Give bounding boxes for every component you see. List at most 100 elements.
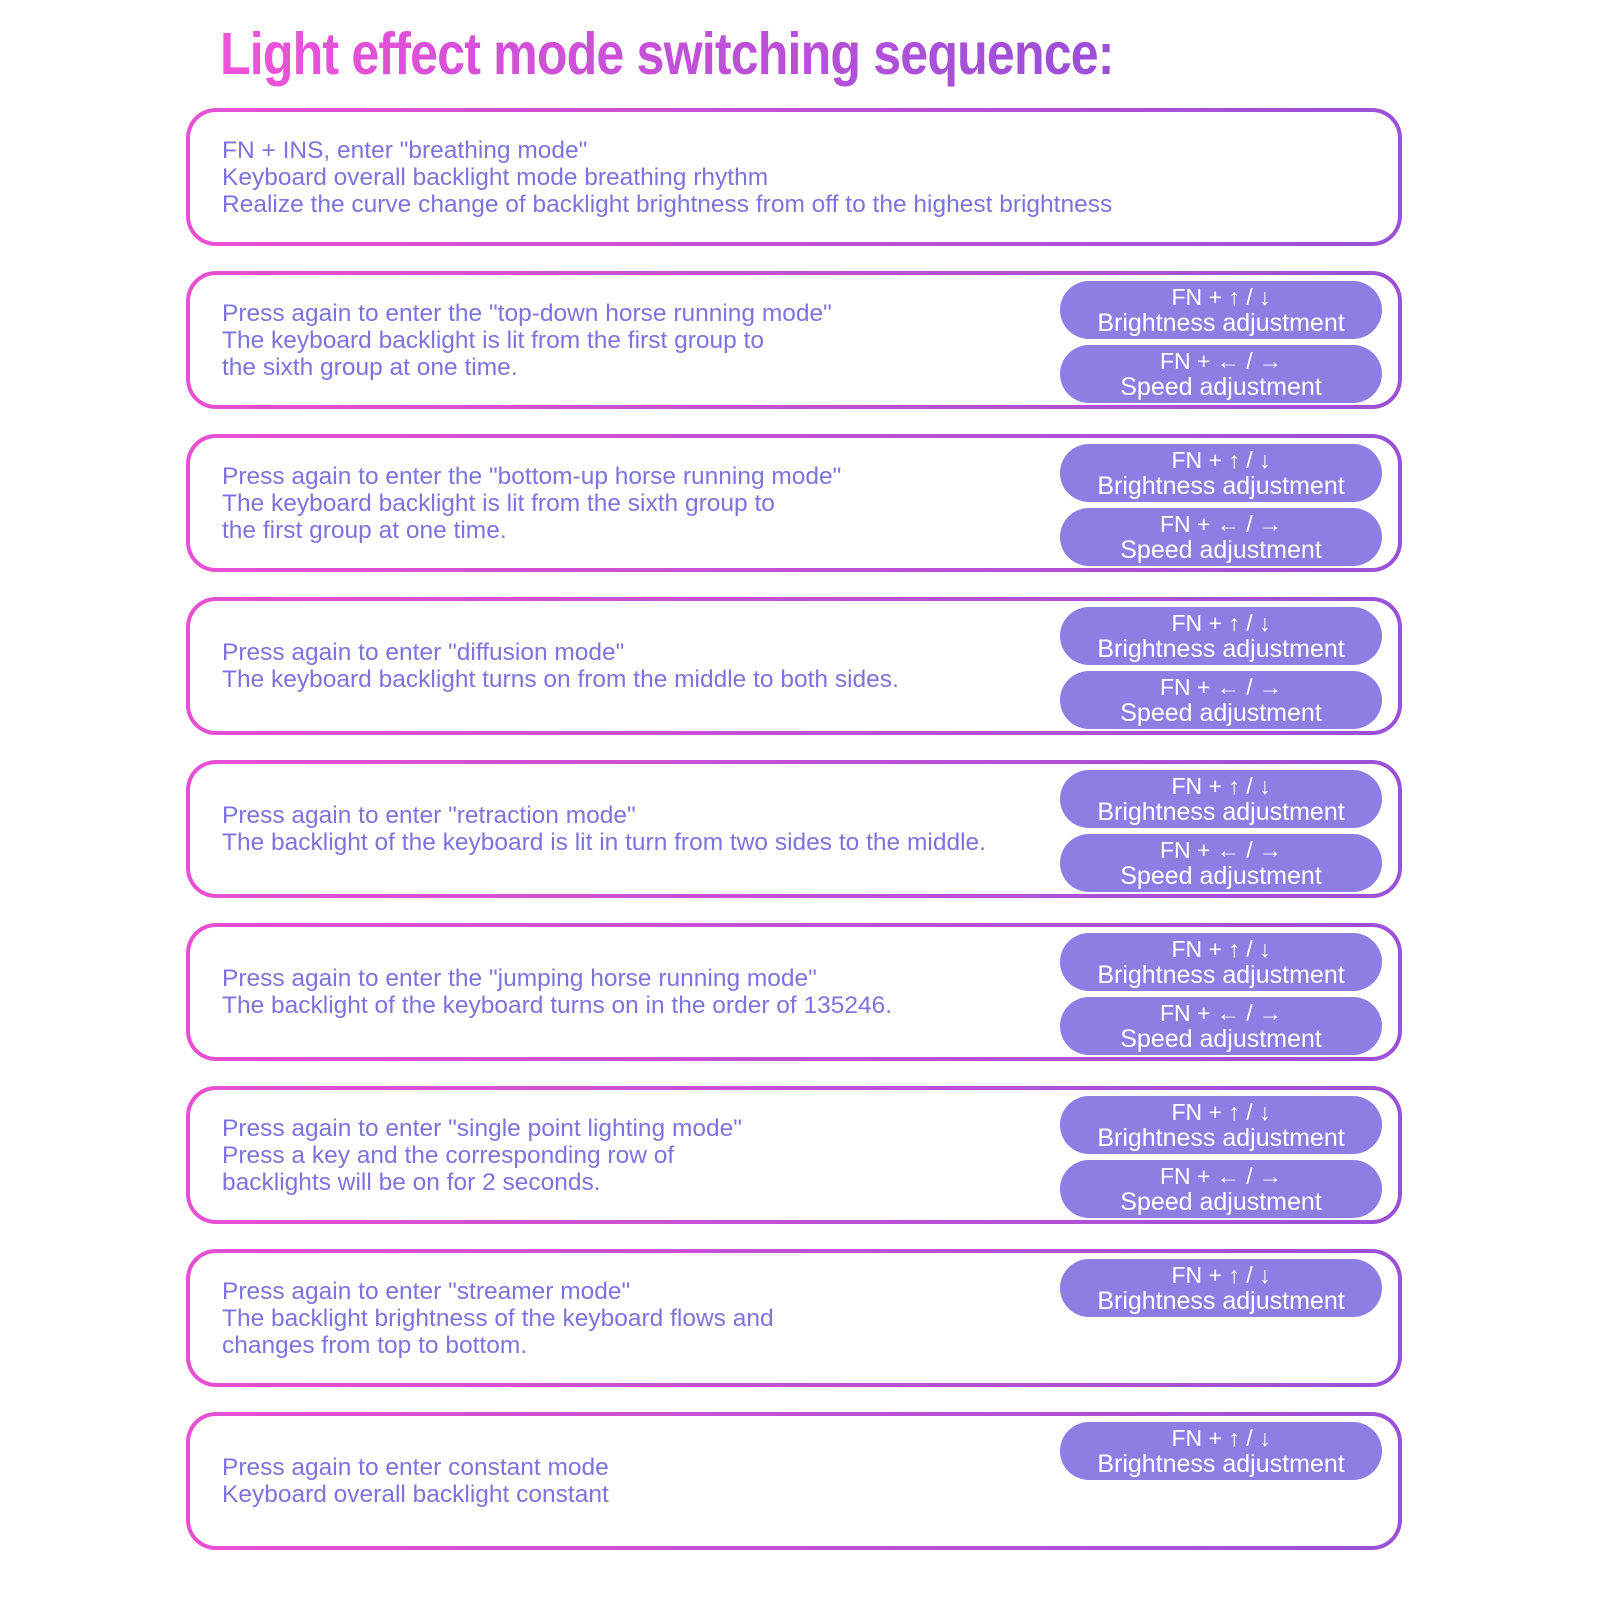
speed-adjustment-pill: FN + ← / →Speed adjustment [1060, 997, 1382, 1055]
description-line: The keyboard backlight is lit from the f… [222, 326, 764, 354]
pill-label: Brightness adjustment [1097, 797, 1345, 826]
description-line: Press again to enter the "top-down horse… [222, 299, 832, 327]
brightness-adjustment-pill: FN + ↑ / ↓Brightness adjustment [1060, 933, 1382, 991]
pill-keys: FN + ← / → [1159, 510, 1283, 537]
brightness-adjustment-pill: FN + ↑ / ↓Brightness adjustment [1060, 444, 1382, 502]
speed-adjustment-pill: FN + ← / →Speed adjustment [1060, 345, 1382, 403]
mode-description: Press again to enter "streamer mode"The … [222, 1278, 774, 1359]
shortcut-pills: FN + ↑ / ↓Brightness adjustment FN + ← / … [1060, 933, 1382, 1055]
brightness-adjustment-pill: FN + ↑ / ↓Brightness adjustment [1060, 281, 1382, 339]
description-line: the first group at one time. [222, 516, 507, 544]
description-line: Realize the curve change of backlight br… [222, 190, 1113, 218]
pill-label: Brightness adjustment [1097, 1449, 1345, 1478]
mode-box-inner: Press again to enter the "top-down horse… [190, 275, 1398, 405]
shortcut-pills: FN + ↑ / ↓Brightness adjustment FN + ← / … [1060, 281, 1382, 403]
description-line: Press again to enter "diffusion mode" [222, 639, 625, 666]
speed-adjustment-pill: FN + ← / →Speed adjustment [1060, 834, 1382, 892]
pill-keys: FN + ↑ / ↓ [1171, 609, 1271, 636]
mode-box: Press again to enter the "bottom-up hors… [186, 434, 1402, 572]
pill-keys: FN + ↑ / ↓ [1171, 935, 1271, 962]
pill-label: Speed adjustment [1120, 1187, 1322, 1216]
pill-label: Speed adjustment [1120, 535, 1322, 564]
pill-label: Brightness adjustment [1097, 1123, 1345, 1152]
mode-description: Press again to enter the "top-down horse… [222, 300, 832, 381]
description-line: Press again to enter the "bottom-up hors… [222, 462, 842, 490]
shortcut-pills: FN + ↑ / ↓Brightness adjustment FN + ← / … [1060, 770, 1382, 892]
shortcut-pills: FN + ↑ / ↓Brightness adjustment FN + ← / … [1060, 444, 1382, 566]
pill-keys: FN + ↑ / ↓ [1171, 1098, 1271, 1125]
description-line: Press a key and the corresponding row of [222, 1141, 675, 1169]
brightness-adjustment-pill: FN + ↑ / ↓Brightness adjustment [1060, 1096, 1382, 1154]
pill-label: Speed adjustment [1120, 698, 1322, 727]
description-line: The keyboard backlight is lit from the s… [222, 489, 775, 517]
description-line: Keyboard overall backlight constant [222, 1481, 609, 1508]
pill-keys: FN + ← / → [1159, 1162, 1283, 1189]
pill-label: Brightness adjustment [1097, 634, 1345, 663]
mode-box-inner: Press again to enter "streamer mode"The … [190, 1253, 1398, 1383]
pill-label: Brightness adjustment [1097, 308, 1345, 337]
mode-description: Press again to enter "diffusion mode"The… [222, 639, 899, 693]
mode-box: FN + INS, enter "breathing mode"Keyboard… [186, 108, 1402, 246]
pill-keys: FN + ↑ / ↓ [1171, 772, 1271, 799]
mode-box: Press again to enter "retraction mode"Th… [186, 760, 1402, 898]
speed-adjustment-pill: FN + ← / →Speed adjustment [1060, 1160, 1382, 1218]
description-line: the sixth group at one time. [222, 353, 518, 381]
mode-description: Press again to enter "retraction mode"Th… [222, 802, 986, 856]
shortcut-pills: FN + ↑ / ↓Brightness adjustment FN + ← / … [1060, 607, 1382, 729]
shortcut-pills: FN + ↑ / ↓Brightness adjustment FN + ← / … [1060, 1096, 1382, 1218]
brightness-adjustment-pill: FN + ↑ / ↓Brightness adjustment [1060, 770, 1382, 828]
speed-adjustment-pill: FN + ← / →Speed adjustment [1060, 671, 1382, 729]
pill-label: Brightness adjustment [1097, 1286, 1345, 1315]
description-line: Press again to enter "streamer mode" [222, 1277, 631, 1305]
mode-box-inner: Press again to enter "retraction mode"Th… [190, 764, 1398, 894]
mode-description: Press again to enter the "jumping horse … [222, 965, 892, 1019]
description-line: The backlight brightness of the keyboard… [222, 1304, 774, 1332]
mode-box: Press again to enter "streamer mode"The … [186, 1249, 1402, 1387]
description-line: FN + INS, enter "breathing mode" [222, 136, 588, 164]
speed-adjustment-pill: FN + ← / →Speed adjustment [1060, 508, 1382, 566]
mode-boxes: FN + INS, enter "breathing mode"Keyboard… [186, 108, 1402, 1550]
pill-label: Brightness adjustment [1097, 960, 1345, 989]
pill-keys: FN + ↑ / ↓ [1171, 283, 1271, 310]
pill-keys: FN + ← / → [1159, 673, 1283, 700]
mode-box-inner: Press again to enter "single point light… [190, 1090, 1398, 1220]
pill-keys: FN + ← / → [1159, 999, 1283, 1026]
description-line: The backlight of the keyboard is lit in … [222, 829, 986, 856]
description-line: The backlight of the keyboard turns on i… [222, 992, 893, 1019]
mode-box-inner: Press again to enter "diffusion mode"The… [190, 601, 1398, 731]
shortcut-pills: FN + ↑ / ↓Brightness adjustment [1060, 1422, 1382, 1480]
mode-description: FN + INS, enter "breathing mode"Keyboard… [222, 137, 1112, 218]
page-title: Light effect mode switching sequence: [220, 21, 1115, 87]
pill-keys: FN + ↑ / ↓ [1171, 1261, 1271, 1288]
pill-keys: FN + ← / → [1159, 836, 1283, 863]
shortcut-pills: FN + ↑ / ↓Brightness adjustment [1060, 1259, 1382, 1317]
mode-box-inner: FN + INS, enter "breathing mode"Keyboard… [190, 112, 1398, 242]
description-line: Press again to enter the "jumping horse … [222, 965, 817, 992]
pill-label: Brightness adjustment [1097, 471, 1345, 500]
mode-box: Press again to enter "diffusion mode"The… [186, 597, 1402, 735]
description-line: Keyboard overall backlight mode breathin… [222, 163, 769, 191]
description-line: backlights will be on for 2 seconds. [222, 1168, 601, 1196]
description-line: Press again to enter "single point light… [222, 1114, 742, 1142]
brightness-adjustment-pill: FN + ↑ / ↓Brightness adjustment [1060, 1422, 1382, 1480]
pill-keys: FN + ← / → [1159, 347, 1283, 374]
pill-keys: FN + ↑ / ↓ [1171, 1424, 1271, 1451]
description-line: The keyboard backlight turns on from the… [222, 666, 899, 693]
mode-box: Press again to enter "single point light… [186, 1086, 1402, 1224]
pill-keys: FN + ↑ / ↓ [1171, 446, 1271, 473]
description-line: Press again to enter "retraction mode" [222, 802, 636, 829]
mode-box: Press again to enter the "jumping horse … [186, 923, 1402, 1061]
mode-box-inner: Press again to enter the "bottom-up hors… [190, 438, 1398, 568]
pill-label: Speed adjustment [1120, 372, 1322, 401]
description-line: Press again to enter constant mode [222, 1454, 609, 1481]
mode-box-inner: Press again to enter the "jumping horse … [190, 927, 1398, 1057]
pill-label: Speed adjustment [1120, 1024, 1322, 1053]
brightness-adjustment-pill: FN + ↑ / ↓Brightness adjustment [1060, 607, 1382, 665]
brightness-adjustment-pill: FN + ↑ / ↓Brightness adjustment [1060, 1259, 1382, 1317]
mode-box: Press again to enter the "top-down horse… [186, 271, 1402, 409]
description-line: changes from top to bottom. [222, 1331, 528, 1359]
